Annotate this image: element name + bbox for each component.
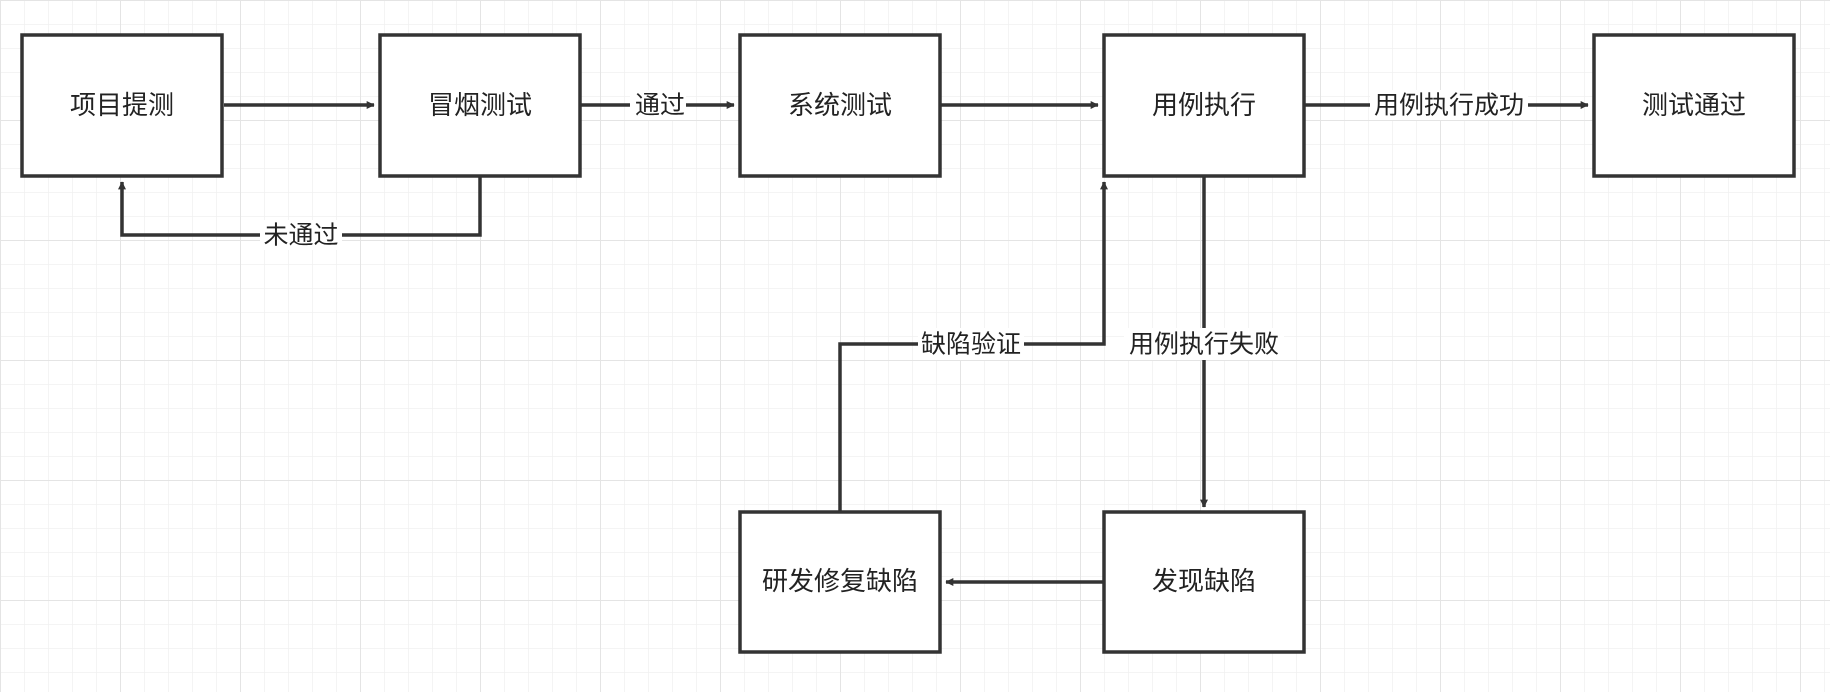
node-test-passed-label: 测试通过	[1642, 91, 1746, 121]
node-system-test-label: 系统测试	[788, 91, 892, 121]
node-case-execution[interactable]: 用例执行	[1102, 33, 1306, 178]
node-smoke-test[interactable]: 冒烟测试	[378, 33, 582, 178]
node-test-passed-box	[1592, 33, 1796, 178]
node-dev-fix-bug[interactable]: 研发修复缺陷	[738, 510, 942, 654]
node-dev-fix-bug-label: 研发修复缺陷	[762, 567, 918, 597]
node-test-passed[interactable]: 测试通过	[1592, 33, 1796, 178]
node-bug-found[interactable]: 发现缺陷	[1102, 510, 1306, 654]
edge-label-bg-exec-fail	[1124, 328, 1284, 360]
node-project-submit-box	[20, 33, 224, 178]
node-smoke-test-label: 冒烟测试	[428, 91, 532, 121]
node-system-test[interactable]: 系统测试	[738, 33, 942, 178]
node-project-submit[interactable]: 项目提测	[20, 33, 224, 178]
edge-label-bg-pass	[630, 90, 686, 120]
edge-label-bug-verify: 缺陷验证	[921, 330, 1021, 359]
edge-label-execution-fail: 用例执行失败	[1129, 330, 1279, 359]
node-dev-fix-bug-box	[738, 510, 942, 654]
edge-label-execution-success: 用例执行成功	[1374, 91, 1524, 120]
node-bug-found-box	[1102, 510, 1306, 654]
edge-label-smoke-fail: 未通过	[263, 221, 338, 250]
edge-label-pass: 通过	[635, 91, 685, 120]
node-bug-found-label: 发现缺陷	[1152, 567, 1256, 597]
node-case-execution-label: 用例执行	[1152, 91, 1256, 121]
edge-label-bg-verify	[918, 328, 1024, 360]
edge-label-bg-fail	[260, 220, 342, 250]
edge-label-bg-success	[1370, 90, 1528, 120]
node-smoke-test-box	[378, 33, 582, 178]
node-system-test-box	[738, 33, 942, 178]
node-case-execution-box	[1102, 33, 1306, 178]
node-project-submit-label: 项目提测	[70, 91, 174, 121]
